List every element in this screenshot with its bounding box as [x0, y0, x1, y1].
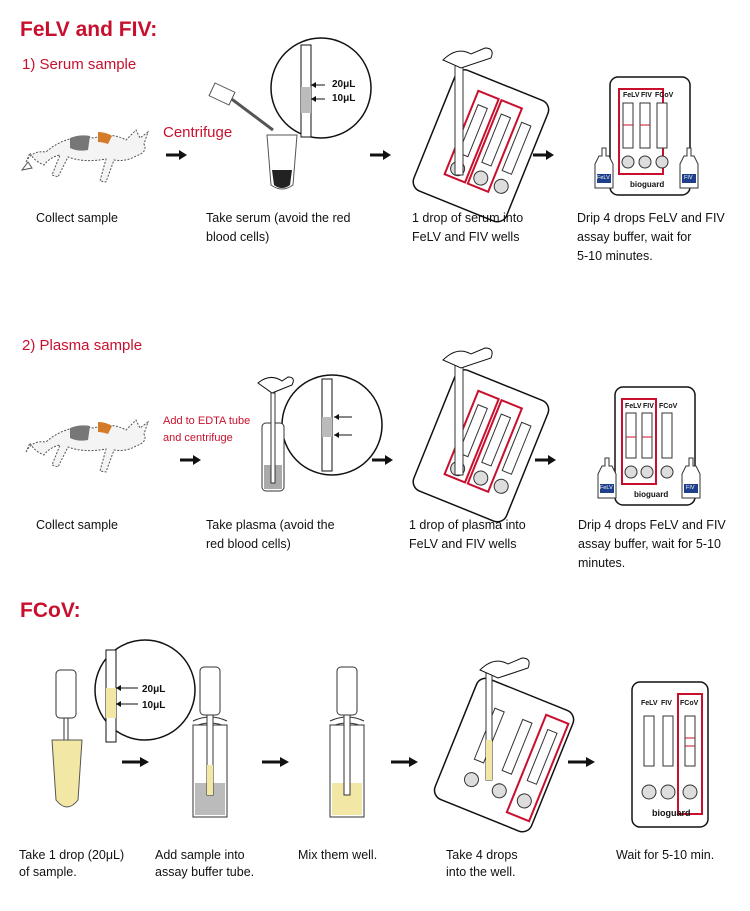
lane-label-fcov: FCoV	[655, 92, 674, 99]
arrow-icon	[180, 455, 201, 465]
plasma-step3-caption-line1: 1 drop of plasma into	[409, 518, 526, 532]
fiv-buffer-bottle	[679, 147, 699, 189]
serum-volume-10: 10μL	[332, 93, 356, 104]
plasma-step3-caption-line2: FeLV and FIV wells	[409, 537, 517, 551]
arrow-icon	[370, 150, 391, 160]
serum-step4-caption-line2: assay buffer, wait for	[577, 230, 692, 244]
fiv-buffer-bottle	[681, 457, 701, 499]
fcov-step3-caption: Mix them well.	[298, 848, 378, 862]
arrow-icon	[166, 150, 187, 160]
fcov-step5-caption: Wait for 5-10 min.	[616, 848, 715, 862]
arrow-icon	[372, 455, 393, 465]
plasma-heading: 2) Plasma sample	[22, 337, 143, 354]
serum-step3-caption-line2: FeLV and FIV wells	[412, 230, 520, 244]
arrow-icon	[533, 150, 554, 160]
serum-pipette-tube	[208, 37, 372, 190]
arrow-icon	[122, 757, 149, 767]
plasma-pipette-tube	[257, 374, 383, 492]
brand-label: bioguard	[652, 808, 691, 818]
section-title-fcov: FCoV:	[20, 599, 81, 622]
cat-illustration	[25, 419, 149, 473]
fcov-step2-caption-line1: Add sample into	[155, 848, 245, 862]
arrow-icon	[535, 455, 556, 465]
lane-label-fcov: FCoV	[680, 700, 699, 707]
felv-buffer-bottle	[594, 147, 614, 189]
lane-label-fiv: FIV	[641, 92, 652, 99]
lane-label-felv: FeLV	[623, 92, 640, 99]
fcov-sample-tube	[51, 639, 196, 808]
serum-step1-caption: Collect sample	[36, 211, 118, 225]
felv-buffer-bottle	[597, 457, 617, 499]
fcov-volume-10: 10μL	[142, 700, 166, 711]
bottle-label-felv: FeLV	[600, 485, 613, 491]
arrow-icon	[262, 757, 289, 767]
bottle-label-fiv: FIV	[684, 175, 693, 181]
arrow-icon	[568, 757, 595, 767]
serum-heading: 1) Serum sample	[22, 56, 137, 73]
fcov-step4-caption-line2: into the well.	[446, 865, 516, 879]
lane-label-fcov: FCoV	[659, 403, 678, 410]
lane-label-fiv: FIV	[661, 700, 672, 707]
centrifuge-label: Centrifuge	[163, 124, 233, 141]
test-device-tilted	[433, 657, 575, 833]
brand-label: bioguard	[630, 180, 665, 189]
plasma-step2-caption-line2: red blood cells)	[206, 537, 291, 551]
fcov-step1-caption-line2: of sample.	[19, 865, 77, 879]
plasma-step1-caption: Collect sample	[36, 518, 118, 532]
cat-illustration	[20, 129, 149, 183]
buffer-tube-with-sample	[192, 666, 228, 818]
serum-step3-caption-line1: 1 drop of serum into	[412, 211, 524, 225]
serum-step2-caption-line1: Take serum (avoid the red	[206, 211, 351, 225]
plasma-step4-caption-line1: Drip 4 drops FeLV and FIV	[578, 518, 726, 532]
bottle-label-felv: FeLV	[597, 175, 610, 181]
serum-step4-caption-line1: Drip 4 drops FeLV and FIV	[577, 211, 725, 225]
fcov-step1-caption-line1: Take 1 drop (20μL)	[19, 848, 125, 862]
fcov-volume-20: 20μL	[142, 684, 166, 695]
brand-label: bioguard	[634, 490, 669, 499]
test-device-upright	[609, 76, 691, 196]
test-device-upright	[614, 386, 696, 506]
test-device-fcov-result	[631, 681, 709, 828]
edta-label-line2: and centrifuge	[163, 432, 233, 444]
test-device-tilted	[412, 347, 550, 523]
serum-step4-caption-line3: 5-10 minutes.	[577, 249, 653, 263]
fcov-step2-caption-line2: assay buffer tube.	[155, 865, 255, 879]
arrow-icon	[391, 757, 418, 767]
test-device-tilted	[412, 47, 550, 223]
serum-volume-20: 20μL	[332, 79, 356, 90]
edta-label-line1: Add to EDTA tube	[163, 415, 251, 427]
lane-label-fiv: FIV	[643, 403, 654, 410]
serum-step2-caption-line2: blood cells)	[206, 230, 270, 244]
lane-label-felv: FeLV	[641, 700, 658, 707]
plasma-step4-caption-line3: minutes.	[578, 556, 626, 570]
lane-label-felv: FeLV	[625, 403, 642, 410]
bottle-label-fiv: FIV	[686, 485, 695, 491]
plasma-step2-caption-line1: Take plasma (avoid the	[206, 518, 335, 532]
plasma-step4-caption-line2: assay buffer, wait for 5-10	[578, 537, 721, 551]
buffer-tube-mixed	[329, 666, 365, 818]
section-title-felv-fiv: FeLV and FIV:	[20, 18, 158, 41]
fcov-step4-caption-line1: Take 4 drops	[446, 848, 518, 862]
